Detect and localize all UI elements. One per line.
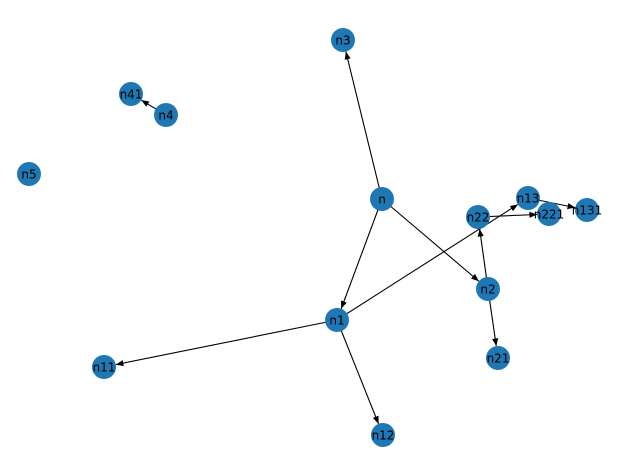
node-n21: n21 <box>486 346 510 370</box>
node-circle <box>371 423 395 447</box>
node-label: n3 <box>335 34 350 48</box>
node-circle <box>119 82 143 106</box>
node-n221: n221 <box>534 202 565 226</box>
node-label: n2 <box>480 283 495 297</box>
node-n11: n11 <box>92 355 116 379</box>
node-n22: n22 <box>466 205 490 229</box>
edge-n-n1 <box>340 198 383 309</box>
edge-n1-n11 <box>115 319 338 367</box>
node-circle <box>476 277 500 301</box>
node-n1: n1 <box>325 308 349 332</box>
node-n2: n2 <box>476 277 500 301</box>
node-circle <box>575 198 599 222</box>
node-circle <box>17 162 41 186</box>
edge-n1-n13 <box>336 203 519 321</box>
node-label: n5 <box>21 168 36 182</box>
node-circle <box>154 103 178 127</box>
node-circle <box>92 355 116 379</box>
node-n3: n3 <box>331 28 355 52</box>
nodes: n3 n41 n4 n5 n n13 n22 n221 n131 n2 n1 n21 n11 n12 <box>17 28 602 447</box>
node-label: n13 <box>517 192 540 206</box>
edges <box>115 51 576 425</box>
node-label: n221 <box>534 208 565 222</box>
node-label: n4 <box>158 109 173 123</box>
edge-n1-n12 <box>336 319 380 425</box>
node-label: n <box>378 193 386 207</box>
node-label: n11 <box>93 361 116 375</box>
node-circle <box>486 346 510 370</box>
node-label: n131 <box>572 204 603 218</box>
node-n: n <box>370 187 394 211</box>
node-circle <box>516 186 540 210</box>
node-circle <box>466 205 490 229</box>
edge-n-n3 <box>344 51 383 200</box>
node-n12: n12 <box>371 423 395 447</box>
node-n4: n4 <box>154 103 178 127</box>
node-circle <box>537 202 561 226</box>
node-circle <box>331 28 355 52</box>
node-label: n22 <box>467 211 490 225</box>
node-label: n1 <box>329 314 344 328</box>
node-circle <box>370 187 394 211</box>
node-label: n12 <box>372 429 395 443</box>
node-n41: n41 <box>119 82 143 106</box>
node-label: n41 <box>120 88 143 102</box>
node-n131: n131 <box>572 198 603 222</box>
node-n13: n13 <box>516 186 540 210</box>
node-label: n21 <box>487 352 510 366</box>
edge-n-n2 <box>381 198 480 282</box>
node-circle <box>325 308 349 332</box>
node-n5: n5 <box>17 162 41 186</box>
